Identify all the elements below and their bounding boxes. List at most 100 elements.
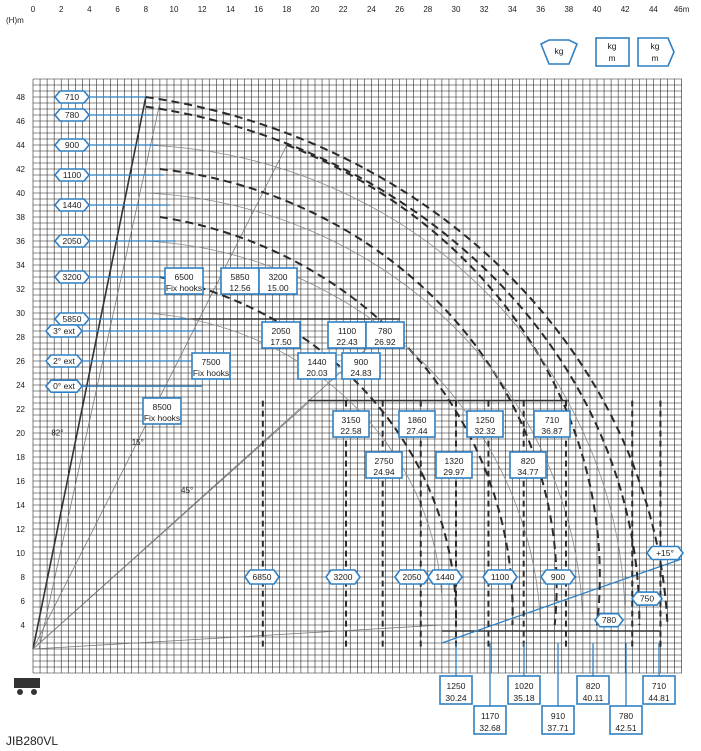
base-load-1020-sub: 35.18 bbox=[513, 693, 535, 703]
left-load-900-label: 900 bbox=[65, 140, 79, 150]
model-label: JIB280VL bbox=[6, 734, 58, 748]
left-load-710-label: 710 bbox=[65, 92, 79, 102]
upper-load-8500-kg: 8500 bbox=[153, 402, 172, 412]
y-tick-label: 46 bbox=[16, 117, 25, 126]
base-load-710-kg: 710 bbox=[652, 681, 666, 691]
middle-load-710-box bbox=[533, 410, 571, 438]
y-tick-label: 32 bbox=[16, 285, 25, 294]
unit-kg-m-box-1 bbox=[595, 37, 630, 67]
load-envelope-arc bbox=[286, 144, 601, 626]
upper-load-6500-kg: 6500 bbox=[175, 272, 194, 282]
y-tick-label: 20 bbox=[16, 429, 25, 438]
bottom-load-1100-label: 1100 bbox=[491, 572, 510, 582]
left-load-1100-label: 1100 bbox=[63, 170, 82, 180]
base-load-710-sub: 44.81 bbox=[648, 693, 670, 703]
right-load-750-label: 750 bbox=[640, 594, 654, 604]
load-envelope-arc bbox=[159, 168, 558, 626]
x-tick-label: 24 bbox=[367, 5, 376, 14]
y-tick-label: 16 bbox=[16, 477, 25, 486]
upper-load-8500-sub: Fix hooks bbox=[144, 413, 180, 423]
base-load-910-kg: 910 bbox=[551, 711, 565, 721]
middle-load-1860-box bbox=[398, 410, 436, 438]
crane-base-icon bbox=[14, 678, 40, 688]
y-tick-label: 24 bbox=[16, 381, 25, 390]
middle-load-3150-sub: 22.58 bbox=[340, 426, 362, 436]
y-tick-label: 10 bbox=[16, 549, 25, 558]
x-tick-label: 14 bbox=[226, 5, 235, 14]
extension-label-label: 2° ext bbox=[53, 356, 75, 366]
y-tick-label: 18 bbox=[16, 453, 25, 462]
middle-load-1320-box bbox=[435, 451, 473, 479]
base-load-820-box bbox=[576, 675, 610, 705]
upper-load-1440-kg: 1440 bbox=[308, 357, 327, 367]
left-load-5850-label: 5850 bbox=[63, 314, 82, 324]
upper-load-1100-kg: 1100 bbox=[338, 326, 357, 336]
left-load-780-label: 780 bbox=[65, 110, 79, 120]
x-tick-label: 34 bbox=[508, 5, 517, 14]
jib-15-line bbox=[441, 558, 682, 644]
x-tick-label: 2 bbox=[59, 5, 64, 14]
middle-load-1250-sub: 32.32 bbox=[474, 426, 496, 436]
y-tick-label: 38 bbox=[16, 213, 25, 222]
upper-load-2050-kg: 2050 bbox=[272, 326, 291, 336]
load-envelope-arc bbox=[159, 216, 514, 626]
upper-load-7500-kg: 7500 bbox=[202, 357, 221, 367]
boom-angle-line bbox=[32, 144, 288, 650]
x-tick-label: 6 bbox=[115, 5, 120, 14]
base-load-1250-kg: 1250 bbox=[447, 681, 466, 691]
right-load-780-shape bbox=[593, 612, 625, 628]
y-tick-label: 40 bbox=[16, 189, 25, 198]
y-axis-unit-label: (H)m bbox=[6, 16, 24, 25]
upper-load-8500-box bbox=[142, 397, 182, 425]
bottom-load-3200-label: 3200 bbox=[334, 572, 353, 582]
y-tick-label: 14 bbox=[16, 501, 25, 510]
load-envelope-arc bbox=[145, 105, 641, 626]
unit-legend: kg kg m kg m bbox=[539, 37, 675, 67]
base-load-1250-sub: 30.24 bbox=[445, 693, 467, 703]
upper-load-2050-box bbox=[261, 321, 301, 349]
upper-load-1100-sub: 22.43 bbox=[336, 337, 358, 347]
x-tick-label: 0 bbox=[31, 5, 36, 14]
unit-kg-m-top-2: kg bbox=[651, 41, 660, 51]
upper-load-1440-sub: 20.03 bbox=[306, 368, 328, 378]
bottom-load-900-label: 900 bbox=[551, 572, 565, 582]
boom-angle-line bbox=[32, 624, 442, 650]
y-tick-label: 8 bbox=[21, 573, 26, 582]
unit-kg-m-top-1: kg bbox=[608, 41, 617, 51]
crane-wheel-icon bbox=[31, 689, 37, 695]
base-load-780-sub: 42.51 bbox=[615, 723, 637, 733]
y-tick-label: 4 bbox=[21, 621, 26, 630]
upper-load-2050-sub: 17.50 bbox=[270, 337, 292, 347]
upper-load-5850-sub: 12.56 bbox=[229, 283, 251, 293]
upper-load-6500-sub: Fix hooks bbox=[166, 283, 202, 293]
base-load-710-box bbox=[642, 675, 676, 705]
base-load-820-sub: 40.11 bbox=[583, 693, 604, 703]
upper-load-7500-sub: Fix hooks bbox=[193, 368, 229, 378]
x-tick-label: 16 bbox=[254, 5, 263, 14]
y-tick-label: 48 bbox=[16, 93, 25, 102]
upper-load-3200-kg: 3200 bbox=[269, 272, 288, 282]
upper-load-780-box bbox=[365, 321, 405, 349]
y-tick-label: 42 bbox=[16, 165, 25, 174]
x-tick-label: 40 bbox=[593, 5, 602, 14]
jib-angle-shape bbox=[645, 545, 685, 561]
bottom-load-2050-label: 2050 bbox=[403, 572, 422, 582]
x-tick-label: 28 bbox=[423, 5, 432, 14]
y-tick-label: 26 bbox=[16, 357, 25, 366]
base-load-1170-kg: 1170 bbox=[481, 711, 500, 721]
middle-load-1250-box bbox=[466, 410, 504, 438]
upper-load-900-box bbox=[341, 352, 381, 380]
x-tick-label: 12 bbox=[198, 5, 207, 14]
base-load-1020-box bbox=[507, 675, 541, 705]
load-envelope-arc-thin bbox=[145, 192, 584, 626]
boom-angle-line bbox=[32, 402, 309, 650]
middle-load-1250-kg: 1250 bbox=[476, 415, 495, 425]
left-load-2050-label: 2050 bbox=[63, 236, 82, 246]
base-load-910-box bbox=[541, 705, 575, 735]
left-load-3200-label: 3200 bbox=[63, 272, 82, 282]
crane-wheel-icon bbox=[17, 689, 23, 695]
upper-load-6500-box bbox=[164, 267, 204, 295]
x-tick-label: 20 bbox=[311, 5, 320, 14]
